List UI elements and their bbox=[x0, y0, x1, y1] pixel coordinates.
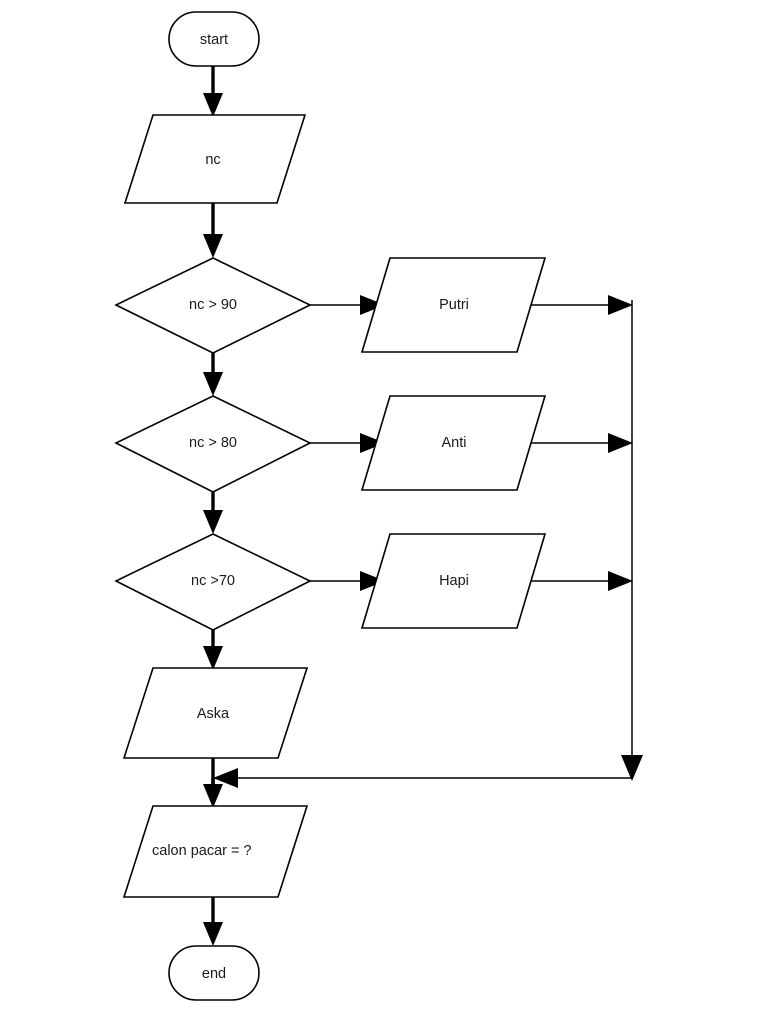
edge-decision70-to-aska bbox=[203, 630, 223, 670]
node-output-putri-label: Putri bbox=[439, 297, 469, 313]
edge-collector-to-merge bbox=[213, 768, 632, 788]
node-output-result-label: calon pacar = ? bbox=[152, 843, 252, 859]
node-input-nc[interactable]: nc bbox=[123, 114, 307, 204]
node-output-hapi-label: Hapi bbox=[439, 573, 469, 589]
node-decision-nc-gt-70-label: nc >70 bbox=[191, 573, 235, 589]
edge-merge-to-result bbox=[203, 778, 223, 808]
edge-nc-to-decision90 bbox=[203, 203, 223, 258]
edge-decision80-to-anti bbox=[310, 433, 385, 453]
node-decision-nc-gt-90-label: nc > 90 bbox=[189, 297, 237, 313]
node-start[interactable]: start bbox=[168, 11, 260, 67]
node-input-nc-label: nc bbox=[205, 152, 220, 168]
edge-putri-to-collector bbox=[525, 295, 633, 315]
node-output-anti-label: Anti bbox=[442, 435, 467, 451]
edge-decision80-to-decision70 bbox=[203, 492, 223, 534]
node-output-anti[interactable]: Anti bbox=[360, 395, 547, 491]
edge-result-to-end bbox=[203, 897, 223, 946]
node-decision-nc-gt-90[interactable]: nc > 90 bbox=[114, 257, 312, 354]
node-output-aska-label: Aska bbox=[197, 706, 230, 722]
edge-hapi-to-collector bbox=[525, 571, 633, 591]
node-output-putri[interactable]: Putri bbox=[360, 257, 547, 353]
node-decision-nc-gt-70[interactable]: nc >70 bbox=[114, 533, 312, 631]
node-output-hapi[interactable]: Hapi bbox=[360, 533, 547, 629]
node-decision-nc-gt-80[interactable]: nc > 80 bbox=[114, 395, 312, 493]
edge-decision70-to-hapi bbox=[310, 571, 385, 591]
node-start-label: start bbox=[200, 32, 228, 48]
edge-start-to-nc bbox=[203, 66, 223, 117]
node-output-result[interactable]: calon pacar = ? bbox=[122, 805, 309, 898]
collector-bus-line bbox=[621, 300, 643, 781]
node-output-aska[interactable]: Aska bbox=[122, 667, 309, 759]
edge-decision90-to-putri bbox=[310, 295, 385, 315]
edge-anti-to-collector bbox=[525, 433, 633, 453]
node-decision-nc-gt-80-label: nc > 80 bbox=[189, 435, 237, 451]
node-end-label: end bbox=[202, 966, 226, 982]
edge-decision90-to-decision80 bbox=[203, 353, 223, 396]
node-end[interactable]: end bbox=[168, 945, 260, 1001]
